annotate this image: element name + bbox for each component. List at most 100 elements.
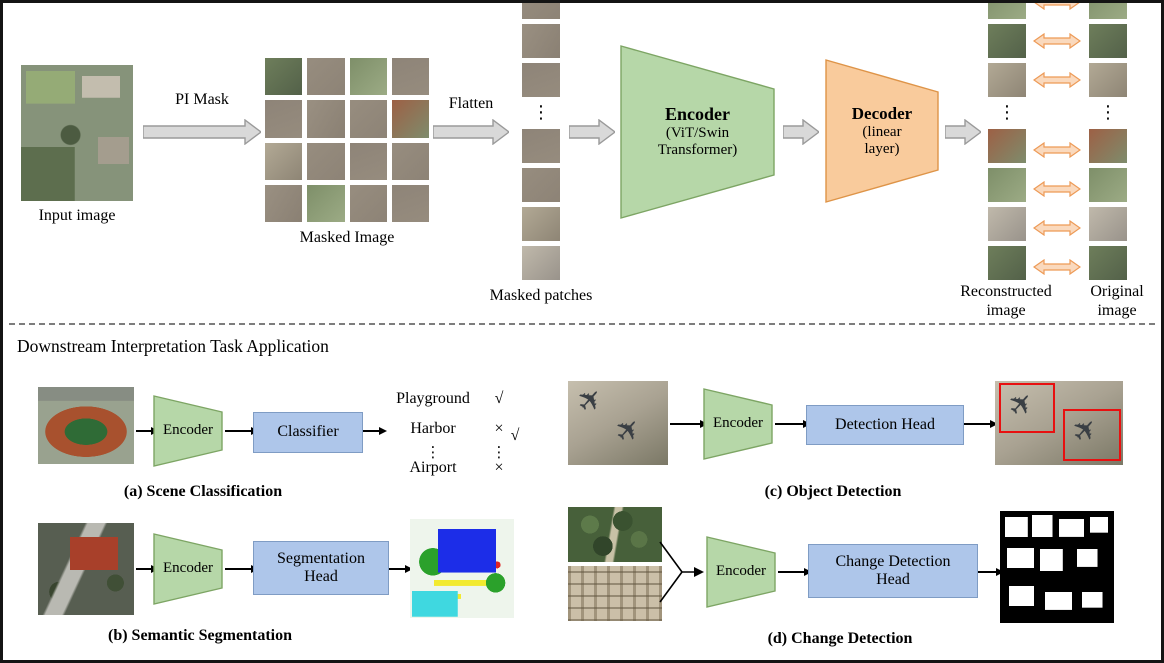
flow-arrow — [778, 568, 812, 576]
encoder-trapezoid — [153, 395, 223, 467]
image-patch — [391, 58, 429, 96]
image-patch — [391, 184, 429, 222]
encoder-decoder-arrow — [783, 119, 819, 145]
flow-arrow — [775, 420, 811, 428]
image-patch — [988, 24, 1026, 58]
flatten-arrow — [433, 119, 509, 145]
detection-head-label: Detection Head — [835, 415, 935, 433]
image-patch — [391, 142, 429, 180]
class-row-playground: Playground √ — [381, 390, 513, 408]
class-name: Playground — [396, 390, 470, 407]
change-detection-head-label: Change Detection Head — [835, 552, 951, 588]
segmentation-input-image — [38, 523, 134, 615]
classifier-label: Classifier — [277, 423, 339, 441]
image-patch — [522, 3, 560, 19]
image-patch — [1089, 129, 1127, 163]
encoder-label: Encoder — [163, 422, 213, 439]
segmentation-head-label: Segmentation Head — [277, 549, 365, 585]
extra-check-mark: √ — [510, 427, 520, 444]
class-name: Airport — [409, 459, 457, 476]
airplane-icon: ✈ — [607, 409, 650, 452]
image-patch — [1089, 168, 1127, 202]
compare-arrow — [1033, 142, 1081, 158]
detection-output-image: ✈ ✈ — [995, 381, 1123, 465]
image-patch — [265, 142, 303, 180]
scene-input-image — [38, 387, 134, 464]
encoder-label: Encoder — [716, 563, 766, 580]
vertical-ellipsis: ⋮ — [532, 102, 550, 123]
flow-arrow — [389, 565, 413, 573]
image-patch — [988, 168, 1026, 202]
masked-patches-strip: ⋮ — [522, 3, 560, 280]
change-input-image-1 — [568, 507, 662, 562]
image-patch — [522, 129, 560, 163]
image-patch — [1089, 63, 1127, 97]
change-encoder-block: Encoder — [706, 536, 776, 608]
detection-box — [999, 383, 1055, 433]
decoder-title: Decoder — [851, 103, 913, 123]
image-patch — [522, 168, 560, 202]
image-patch — [522, 63, 560, 97]
input-aerial-image — [21, 65, 133, 201]
flow-arrow — [670, 420, 708, 428]
caption-semantic-segmentation: (b) Semantic Segmentation — [108, 627, 292, 644]
decoder-block: Decoder (linear layer) — [825, 59, 939, 203]
image-patch — [988, 63, 1026, 97]
flow-arrow — [978, 568, 1004, 576]
flow-arrow — [136, 427, 159, 435]
image-patch — [988, 3, 1026, 19]
pi-mask-label: PI Mask — [175, 91, 229, 108]
encoder-trapezoid — [703, 388, 773, 460]
vertical-ellipsis: ⋮ — [998, 102, 1016, 123]
detection-encoder-block: Encoder — [703, 388, 773, 460]
image-patch — [349, 184, 387, 222]
caption-change-detection: (d) Change Detection — [767, 630, 913, 647]
original-strip: ⋮ — [1089, 3, 1127, 280]
image-patch — [522, 246, 560, 280]
class-mark: × — [494, 459, 504, 476]
encoder-trapezoid — [153, 533, 223, 605]
caption-scene-classification: (a) Scene Classification — [123, 483, 283, 500]
image-patch — [349, 100, 387, 138]
decoder-output-arrow — [945, 119, 981, 145]
flow-arrow — [964, 420, 998, 428]
encoder-label: Encoder — [713, 415, 763, 432]
encoder-trapezoid — [620, 45, 775, 219]
pi-mask-arrow — [143, 119, 261, 145]
vertical-ellipsis: ⋮ — [491, 443, 507, 461]
reconstructed-image-label: Reconstructed image — [960, 283, 1052, 319]
image-patch — [307, 100, 345, 138]
compare-arrow — [1033, 220, 1081, 236]
masked-image-label: Masked Image — [299, 229, 395, 246]
downstream-section-title: Downstream Interpretation Task Applicati… — [17, 336, 329, 356]
image-patch — [391, 100, 429, 138]
image-patch — [307, 184, 345, 222]
compare-arrow — [1033, 259, 1081, 275]
class-row-airport: Airport × — [381, 459, 513, 477]
reconstructed-strip: ⋮ — [988, 3, 1026, 280]
image-patch — [265, 100, 303, 138]
encoder-title: Encoder — [665, 104, 730, 125]
image-patch — [522, 24, 560, 58]
encoder-trapezoid — [706, 536, 776, 608]
segmentation-encoder-block: Encoder — [153, 533, 223, 605]
image-patch — [1089, 246, 1127, 280]
encoder-subtitle: (ViT/Swin Transformer) — [657, 125, 738, 159]
masked-image-grid — [265, 58, 429, 222]
compare-arrow — [1033, 33, 1081, 49]
vertical-ellipsis: ⋮ — [425, 443, 441, 461]
flow-arrow — [225, 427, 259, 435]
image-patch — [1089, 3, 1127, 19]
caption-object-detection: (c) Object Detection — [764, 483, 902, 500]
merge-arrow — [659, 541, 704, 603]
classifier-head: Classifier — [253, 412, 363, 453]
image-patch — [988, 246, 1026, 280]
image-patch — [265, 184, 303, 222]
flatten-label: Flatten — [448, 95, 494, 112]
segmentation-output-image — [410, 519, 514, 618]
flow-arrow — [225, 565, 259, 573]
image-patch — [522, 207, 560, 241]
image-patch — [988, 129, 1026, 163]
detection-head: Detection Head — [806, 405, 964, 445]
class-row-harbor: Harbor × — [381, 420, 513, 438]
